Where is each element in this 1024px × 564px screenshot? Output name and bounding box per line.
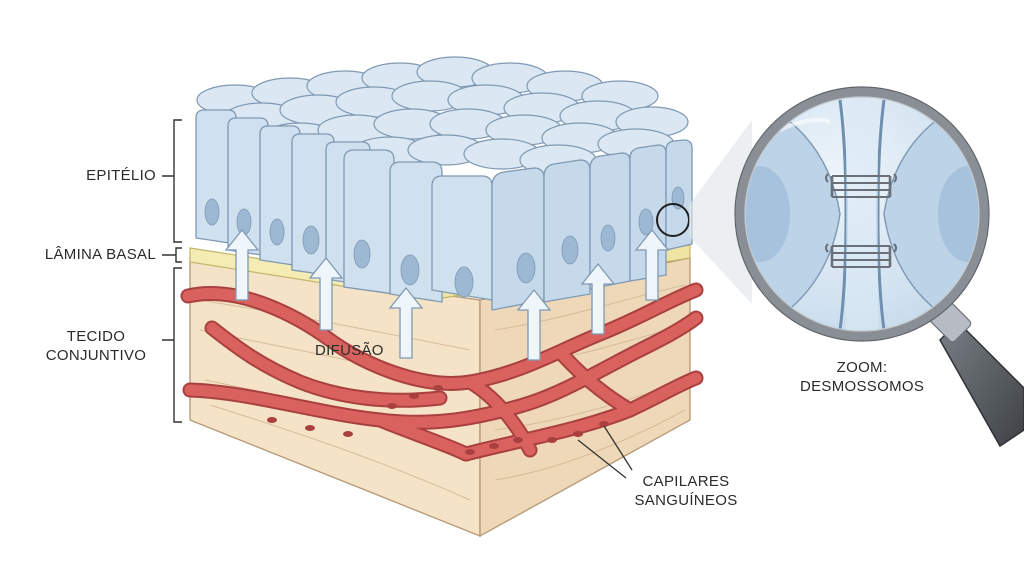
label-capilares: CAPILARES SANGUÍNEOS [616,472,756,510]
label-zoom-line1: ZOOM: [836,359,888,376]
cell-nuclei [204,186,685,298]
bracket-lamina [162,247,182,263]
diffusion-arrow [224,228,260,301]
layer-brackets [162,119,182,423]
label-tecido-line1: TECIDO [66,328,126,345]
label-lamina-basal: LÂMINA BASAL [44,246,156,263]
epithelial-cells [195,56,693,311]
label-tecido: TECIDO CONJUNTIVO [34,327,158,365]
label-capilares-line2: SANGUÍNEOS [634,492,738,509]
capillary-pointers [577,425,633,479]
diffusion-arrow [388,286,424,359]
label-zoom: ZOOM: DESMOSSOMOS [800,358,924,396]
label-zoom-line2: DESMOSSOMOS [800,378,925,395]
label-epitelio: EPITÉLIO [86,167,156,184]
bracket-tecido [162,267,182,423]
desmosome-top [825,173,897,198]
bracket-epitelio [162,119,182,243]
label-tecido-line2: CONJUNTIVO [45,347,147,364]
diffusion-arrows [224,228,670,361]
label-capilares-line1: CAPILARES [642,473,730,490]
zoom-cone [689,120,752,304]
label-difusao: DIFUSÃO [315,342,384,359]
magnifier-handle [939,320,1024,448]
diffusion-arrow [580,262,616,335]
diffusion-arrow [308,256,344,331]
blood-capillaries [180,282,704,462]
magnifier-rim [735,87,989,341]
diffusion-arrow [634,228,670,301]
red-blood-cells [267,385,609,455]
cell-apical-surface [196,56,689,176]
diffusion-arrow [516,288,552,361]
desmosome-bottom [825,243,897,268]
magnifier [734,86,1024,448]
